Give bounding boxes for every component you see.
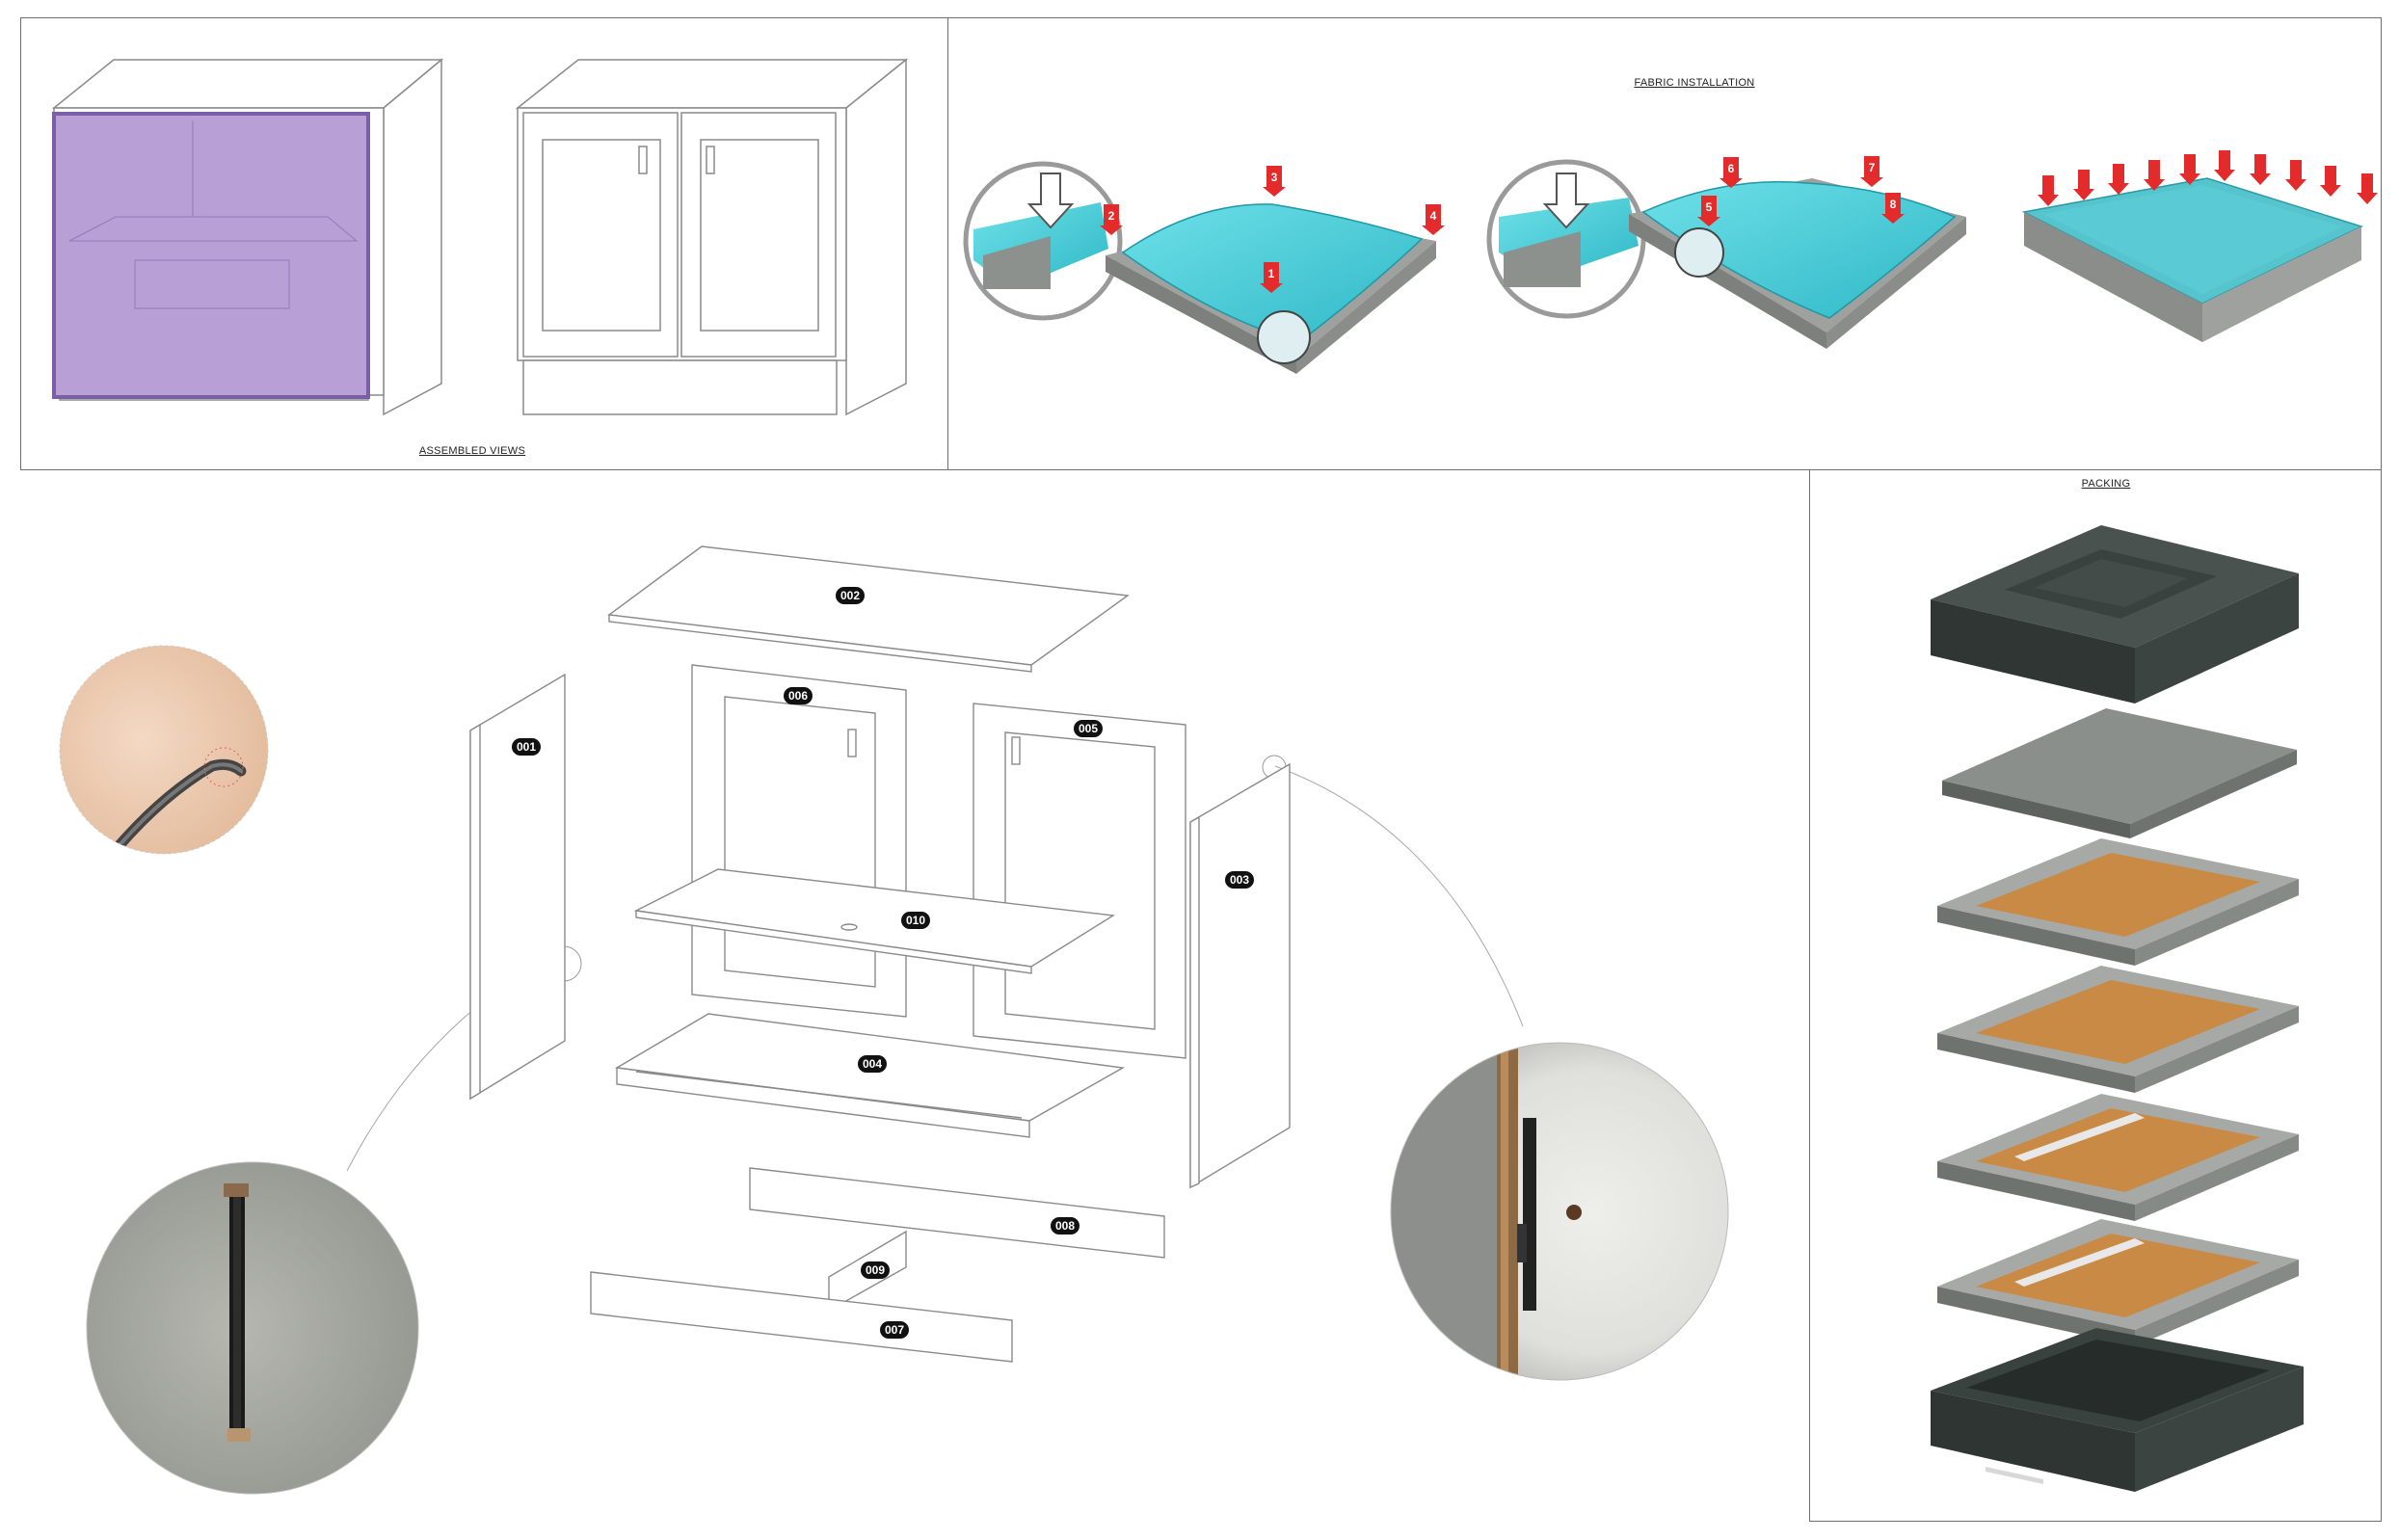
- svg-text:006: 006: [788, 689, 808, 703]
- packing-wood-trays: [1937, 838, 2299, 1346]
- svg-text:004: 004: [863, 1057, 882, 1071]
- cabinet-open-view: [51, 58, 444, 416]
- packing-grey-sheet: [1942, 708, 2297, 838]
- svg-text:2: 2: [1108, 209, 1115, 223]
- svg-text:010: 010: [906, 914, 925, 927]
- packing-stack: [1931, 525, 2299, 838]
- red-arrow-icon: [2250, 154, 2271, 185]
- part-tag-008: 008: [1051, 1217, 1080, 1235]
- part-number-tags: 001 002 003 004 005 006 007 008 009 010: [512, 587, 1254, 1339]
- red-arrow-icon: [2179, 154, 2200, 185]
- fabric-step-5: 5: [1697, 196, 1720, 226]
- red-arrow-icon: [2214, 150, 2235, 181]
- red-arrow-icon: [2357, 173, 2378, 204]
- fabric-step-6: 6: [1719, 157, 1743, 188]
- red-arrow-icon: [2320, 166, 2341, 197]
- insertion-arrow-icon: [1026, 173, 1075, 229]
- fabric-step2-board: [1629, 178, 1966, 349]
- red-arrow-icon: [2038, 175, 2059, 206]
- packing-tray-3: [1937, 1094, 2299, 1221]
- part-tag-001: 001: [512, 738, 541, 756]
- fabric-installation-title: FABRIC INSTALLATION: [1634, 77, 1755, 89]
- fabric-step-8: 8: [1881, 193, 1905, 224]
- part-tag-005: 005: [1074, 720, 1103, 737]
- red-arrow-icon: [2144, 160, 2165, 191]
- hinge-detail-photo: [86, 1161, 419, 1495]
- svg-text:007: 007: [885, 1323, 904, 1337]
- part-tag-009: 009: [861, 1261, 890, 1279]
- svg-text:8: 8: [1890, 198, 1897, 211]
- red-arrow-icons: [2038, 150, 2378, 206]
- part-tag-006: 006: [784, 687, 813, 704]
- exploded-parts: [469, 545, 1291, 1363]
- packing-tray-2: [1937, 966, 2299, 1093]
- fabric-step-7: 7: [1860, 156, 1883, 187]
- edge-detail-photo: [1390, 1042, 1729, 1381]
- fabric-step2-magnifier: [1486, 159, 1646, 319]
- svg-text:7: 7: [1869, 161, 1876, 174]
- packing-title: PACKING: [2081, 478, 2131, 490]
- part-tag-010: 010: [901, 912, 930, 929]
- red-arrow-icon: [2108, 164, 2129, 195]
- fabric-step-2: 2: [1100, 204, 1123, 235]
- packing-top-foam: [1931, 525, 2299, 704]
- svg-text:002: 002: [840, 589, 860, 602]
- fastener-detail-photo: [59, 645, 269, 855]
- red-arrow-icon: [2073, 170, 2094, 200]
- part-tag-004: 004: [858, 1055, 887, 1073]
- svg-text:4: 4: [1430, 209, 1437, 223]
- svg-text:001: 001: [517, 740, 536, 754]
- svg-text:009: 009: [866, 1263, 885, 1277]
- fabric-step3-board: [2021, 177, 2364, 342]
- svg-text:005: 005: [1079, 722, 1098, 735]
- fabric-step-numbers: 1 2 3 4 5 6 7 8: [1100, 156, 1905, 293]
- fabric-step-4: 4: [1422, 204, 1445, 235]
- part-tag-002: 002: [836, 587, 865, 604]
- cabinet-closed-view: [515, 58, 909, 416]
- svg-text:6: 6: [1728, 162, 1735, 175]
- red-arrow-icon: [2285, 160, 2306, 191]
- svg-text:5: 5: [1706, 200, 1713, 214]
- packing-tray-4: [1937, 1219, 2299, 1346]
- svg-text:008: 008: [1055, 1219, 1075, 1233]
- part-tag-003: 003: [1225, 871, 1254, 889]
- packing-tray-1: [1937, 838, 2299, 966]
- fabric-step1-magnifier: [963, 161, 1123, 321]
- insertion-arrow-icon: [1542, 173, 1590, 229]
- svg-text:3: 3: [1271, 171, 1278, 184]
- part-tag-007: 007: [880, 1321, 909, 1339]
- fabric-step-3: 3: [1263, 166, 1286, 197]
- packing-bottom-box: [1931, 1328, 2304, 1492]
- svg-text:003: 003: [1230, 873, 1249, 887]
- assembled-views-title: ASSEMBLED VIEWS: [418, 445, 526, 457]
- svg-text:1: 1: [1268, 267, 1275, 280]
- fabric-step-1: 1: [1260, 262, 1283, 293]
